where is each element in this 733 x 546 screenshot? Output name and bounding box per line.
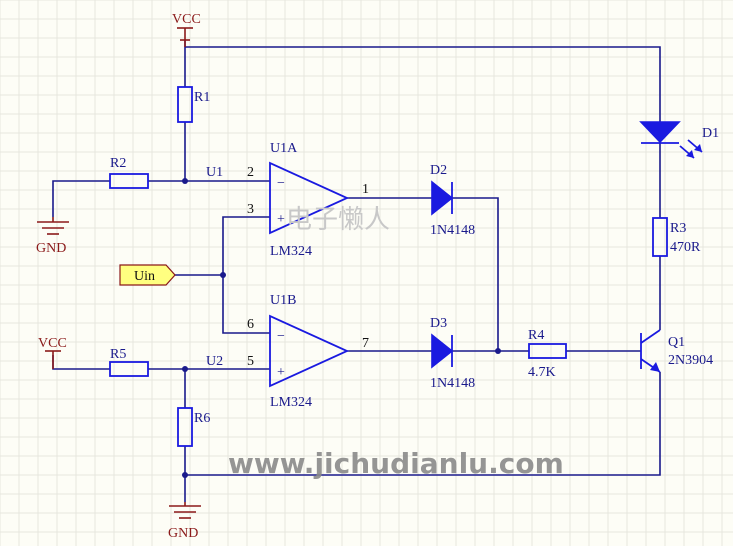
opamp-u1a[interactable]: − + U1A LM324 2 3 1: [247, 141, 369, 259]
uin-label: Uin: [134, 269, 155, 284]
u1a-label: U1A: [270, 141, 298, 156]
u1a-plus-symbol: +: [277, 212, 285, 227]
u1b-label: U1B: [270, 293, 296, 308]
light-arrows-icon: [679, 139, 703, 159]
junction-dot: [182, 178, 188, 184]
r5-label: R5: [110, 347, 126, 362]
vcc-left-label: VCC: [38, 336, 67, 351]
watermark-cn: 电子懒人: [286, 205, 390, 235]
resistor-r2[interactable]: R2: [109, 156, 149, 189]
r3-label: R3: [670, 221, 686, 236]
r2-label: R2: [110, 156, 126, 171]
junctions: [182, 178, 501, 478]
r4-value: 4.7K: [528, 365, 556, 380]
gnd-bottom-symbol[interactable]: GND: [168, 502, 201, 541]
u1b-minus-symbol: −: [277, 329, 285, 344]
transistor-q1[interactable]: Q1 2N3904: [640, 329, 713, 373]
net-label-u1: U1: [206, 165, 223, 180]
gnd-left-symbol[interactable]: GND: [36, 217, 69, 256]
diode-d2[interactable]: D2 1N4148: [430, 163, 475, 238]
junction-dot: [182, 366, 188, 372]
u1b-part: LM324: [270, 395, 312, 410]
d2-part: 1N4148: [430, 223, 475, 238]
d3-label: D3: [430, 316, 447, 331]
watermark-url: www.jichudianlu.com: [228, 447, 564, 480]
gnd-left-label: GND: [36, 241, 66, 256]
r6-label: R6: [194, 411, 210, 426]
u1a-pin2: 2: [247, 165, 254, 180]
r4-label: R4: [528, 328, 544, 343]
d2-label: D2: [430, 163, 447, 178]
r3-value: 470R: [670, 240, 701, 255]
junction-dot: [182, 472, 188, 478]
u1a-pin1: 1: [362, 182, 369, 197]
d3-part: 1N4148: [430, 376, 475, 391]
vcc-left-symbol[interactable]: VCC: [38, 336, 67, 369]
u1b-plus-symbol: +: [277, 365, 285, 380]
u1b-pin5: 5: [247, 354, 254, 369]
u1a-part: LM324: [270, 244, 312, 259]
d1-label: D1: [702, 126, 719, 141]
resistor-r4[interactable]: R4 4.7K: [528, 328, 567, 380]
vcc-top-label: VCC: [172, 12, 201, 27]
input-port-uin[interactable]: Uin: [119, 264, 176, 286]
vcc-top-symbol[interactable]: VCC: [172, 12, 201, 47]
opamp-u1b[interactable]: − + U1B LM324 6 5 7: [247, 293, 369, 410]
led-d1[interactable]: D1: [639, 121, 719, 159]
u1a-pin3: 3: [247, 202, 254, 217]
gnd-bottom-label: GND: [168, 526, 198, 541]
resistor-r1[interactable]: R1: [177, 86, 210, 123]
u1b-pin6: 6: [247, 317, 254, 332]
u1a-minus-symbol: −: [277, 176, 285, 191]
resistor-r3[interactable]: R3 470R: [652, 217, 701, 257]
resistor-r6[interactable]: R6: [177, 407, 210, 447]
q1-label: Q1: [668, 335, 685, 350]
net-label-u2: U2: [206, 354, 223, 369]
junction-dot: [495, 348, 501, 354]
r1-label: R1: [194, 90, 210, 105]
q1-part: 2N3904: [668, 353, 713, 368]
diode-d3[interactable]: D3 1N4148: [430, 316, 475, 391]
u1b-pin7: 7: [362, 336, 369, 351]
resistor-r5[interactable]: R5: [109, 347, 149, 377]
wires: [52, 40, 661, 502]
junction-dot: [220, 272, 226, 278]
